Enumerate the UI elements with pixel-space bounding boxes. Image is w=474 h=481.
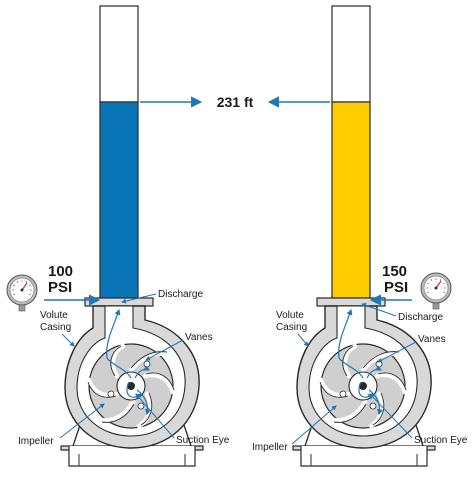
pressure-gauge-icon [420,272,452,310]
head-label: 231 ft [217,94,254,110]
right-label-volute-2: Casing [276,322,307,333]
left-label-vanes: Vanes [185,332,213,343]
right-label-volute-1: Volute [276,310,304,321]
left-label-suction-eye: Suction Eye [176,435,230,446]
left-label-volute-2: Casing [40,322,71,333]
right-label-suction-eye: Suction Eye [414,435,468,446]
left-label-volute-1: Volute [40,310,68,321]
right-fluid-column [331,101,371,299]
left-label-discharge: Discharge [158,289,203,300]
left-pressure-value: 100 [48,263,73,280]
left-pressure-unit: PSI [48,279,72,296]
right-label-discharge: Discharge [398,312,443,323]
right-label-impeller: Impeller [252,442,288,453]
right-label-vanes: Vanes [418,334,446,345]
left-column [99,5,139,299]
right-column [331,5,371,299]
left-label-impeller: Impeller [18,436,54,447]
right-pressure-value: 150 [382,263,407,280]
pressure-gauge-icon [6,274,38,312]
left-fluid-column [99,101,139,299]
right-pressure-unit: PSI [384,279,408,296]
